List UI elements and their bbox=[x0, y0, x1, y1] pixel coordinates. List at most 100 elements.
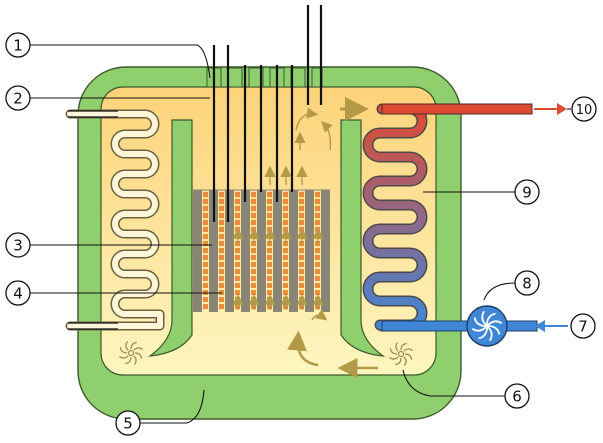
fuel-pellet bbox=[299, 262, 304, 267]
fuel-pellet bbox=[235, 276, 240, 281]
fuel-pellet bbox=[235, 255, 240, 260]
callout-1-label: 1 bbox=[13, 37, 23, 55]
hot-outlet-pipe bbox=[381, 103, 533, 115]
fuel-pellet bbox=[299, 248, 304, 253]
fuel-pellet bbox=[267, 262, 272, 267]
callout-5-label: 5 bbox=[123, 415, 133, 433]
leader-6 bbox=[402, 369, 505, 397]
fuel-pellet bbox=[315, 276, 320, 281]
roof-plug bbox=[248, 67, 264, 88]
fuel-pellet bbox=[203, 276, 208, 281]
fuel-pellet bbox=[203, 241, 208, 246]
callout-4-label: 4 bbox=[13, 285, 23, 303]
callout-1: 1 bbox=[5, 32, 31, 58]
fuel-pellet bbox=[283, 248, 288, 253]
fuel-pellet bbox=[315, 248, 320, 253]
roof-plugs bbox=[206, 67, 323, 88]
hot-outlet-arrow-icon bbox=[534, 103, 567, 115]
fuel-pellet bbox=[219, 227, 224, 232]
fuel-pellet bbox=[283, 192, 288, 197]
fuel-pellet bbox=[283, 227, 288, 232]
callout-2: 2 bbox=[5, 85, 31, 111]
fuel-pellet bbox=[315, 283, 320, 288]
fuel-pellet bbox=[267, 269, 272, 274]
fuel-pellet bbox=[251, 276, 256, 281]
mixer-impeller-icon bbox=[119, 341, 143, 365]
callout-7-label: 7 bbox=[578, 318, 588, 336]
roof-plug bbox=[227, 67, 243, 88]
fuel-pellet bbox=[251, 290, 256, 295]
fuel-pellet bbox=[315, 255, 320, 260]
callout-9-label: 9 bbox=[522, 184, 532, 202]
callout-6: 6 bbox=[504, 383, 530, 409]
callout-10-label: 10 bbox=[576, 103, 593, 118]
cold-inlet-pipe bbox=[381, 320, 538, 332]
fuel-pellet bbox=[267, 283, 272, 288]
callout-2-label: 2 bbox=[13, 90, 23, 108]
fuel-pellet bbox=[219, 269, 224, 274]
fuel-pellet bbox=[299, 290, 304, 295]
fuel-pellet bbox=[251, 206, 256, 211]
core-column bbox=[321, 190, 330, 312]
fuel-pellet bbox=[267, 213, 272, 218]
fuel-pellet bbox=[203, 255, 208, 260]
fuel-pellet bbox=[315, 206, 320, 211]
right-baffle bbox=[340, 119, 386, 357]
fuel-pellet bbox=[219, 276, 224, 281]
fuel-pellet bbox=[283, 283, 288, 288]
fuel-pellet bbox=[299, 269, 304, 274]
fuel-pellet bbox=[219, 304, 224, 309]
fuel-pellet bbox=[219, 255, 224, 260]
core-column bbox=[273, 190, 282, 312]
cold-inlet-arrow-icon bbox=[535, 320, 568, 332]
callout-7: 7 bbox=[570, 313, 596, 339]
fuel-pellet bbox=[283, 255, 288, 260]
fuel-pellet bbox=[203, 206, 208, 211]
fuel-pellet bbox=[219, 262, 224, 267]
fuel-pellet bbox=[235, 290, 240, 295]
fuel-pellet bbox=[203, 304, 208, 309]
core-column bbox=[257, 190, 266, 312]
fuel-pellet bbox=[299, 227, 304, 232]
fuel-pellet bbox=[315, 269, 320, 274]
fuel-pellet bbox=[219, 297, 224, 302]
callout-8-label: 8 bbox=[522, 275, 532, 293]
fuel-pellet bbox=[299, 276, 304, 281]
core-column bbox=[209, 190, 218, 312]
fuel-pellet bbox=[219, 192, 224, 197]
fuel-pellet bbox=[203, 234, 208, 239]
callout-6-label: 6 bbox=[512, 388, 522, 406]
fuel-pellet bbox=[235, 220, 240, 225]
callout-4: 4 bbox=[5, 280, 31, 306]
fuel-pellet bbox=[267, 248, 272, 253]
flow-arrow bbox=[321, 121, 333, 151]
callout-8: 8 bbox=[514, 270, 540, 296]
fuel-pellet bbox=[251, 248, 256, 253]
fuel-pellet bbox=[251, 269, 256, 274]
mixer-impeller-icon bbox=[389, 342, 413, 366]
fuel-pellet bbox=[283, 199, 288, 204]
fuel-pellet bbox=[203, 220, 208, 225]
fuel-pellet bbox=[203, 269, 208, 274]
flow-arrow bbox=[295, 107, 319, 131]
fuel-pellet bbox=[219, 234, 224, 239]
fuel-pellet bbox=[203, 213, 208, 218]
fuel-pellet bbox=[235, 227, 240, 232]
fuel-pellet bbox=[299, 255, 304, 260]
fuel-pellet bbox=[299, 213, 304, 218]
fuel-pellet bbox=[219, 283, 224, 288]
fuel-pellet bbox=[235, 262, 240, 267]
flow-arrow bbox=[311, 309, 328, 321]
fuel-pellet bbox=[283, 290, 288, 295]
fuel-pellet bbox=[283, 269, 288, 274]
fuel-pellet bbox=[299, 220, 304, 225]
fuel-pellet bbox=[203, 248, 208, 253]
left-heat-exchanger-coil-inner bbox=[67, 111, 163, 329]
leader-8 bbox=[483, 282, 516, 301]
callout-5: 5 bbox=[115, 410, 141, 436]
fuel-pellet bbox=[219, 199, 224, 204]
fuel-pellet bbox=[203, 192, 208, 197]
leader-5 bbox=[140, 389, 205, 424]
fuel-pellet bbox=[203, 297, 208, 302]
